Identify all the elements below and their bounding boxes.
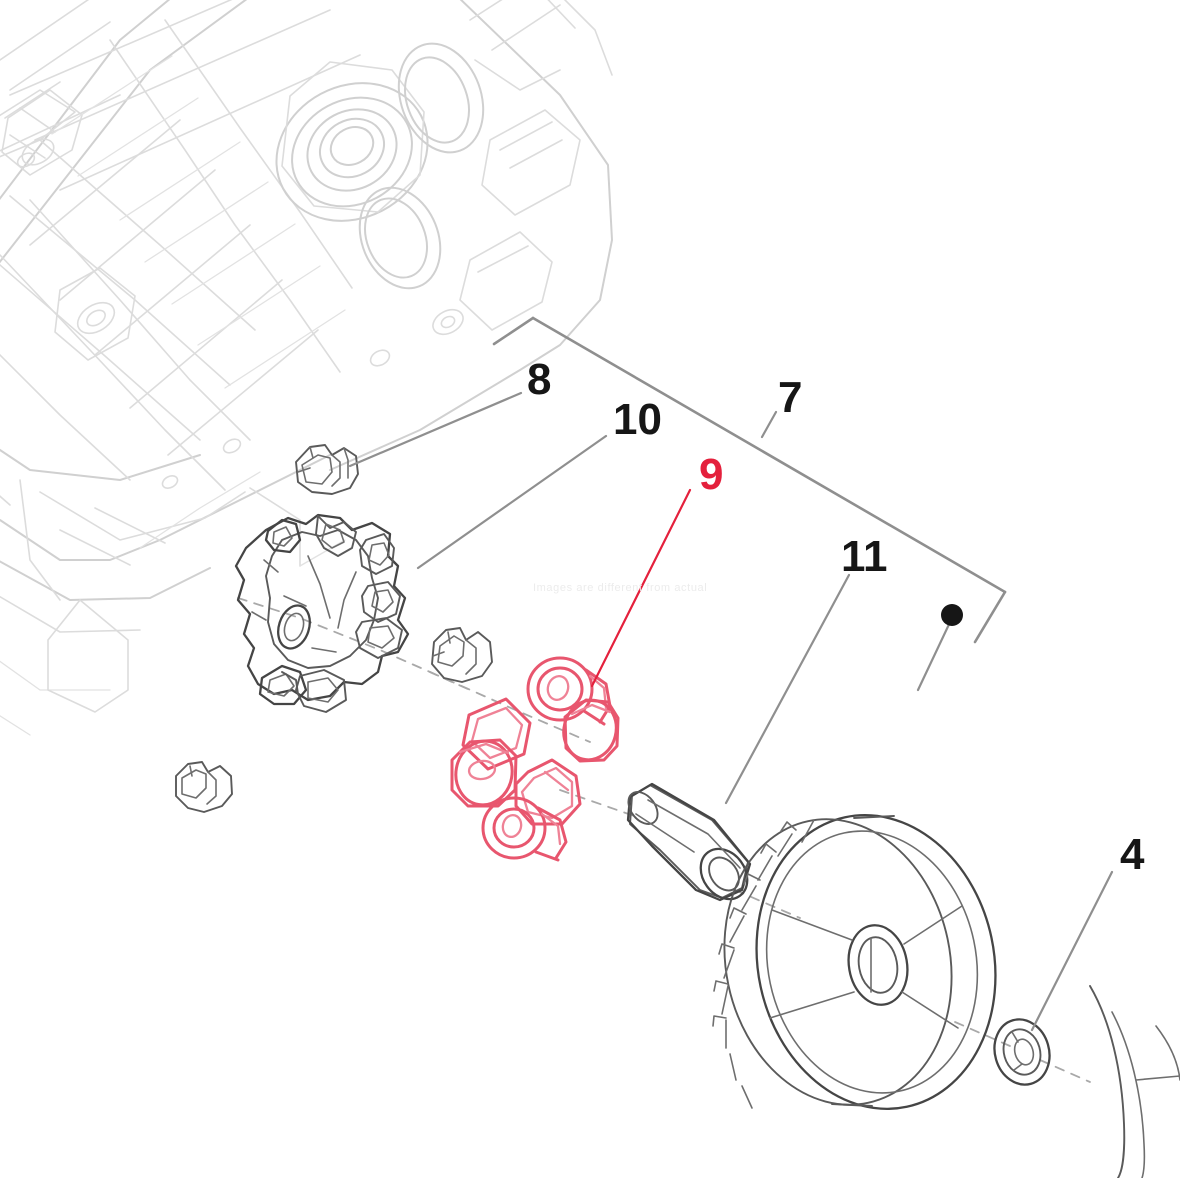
bracket-reference-dot — [941, 604, 963, 626]
centre-axis-line — [237, 597, 1091, 1083]
callout-label-9[interactable]: 9 — [699, 450, 724, 499]
part-guide-slider-shoe-upper — [295, 444, 359, 495]
callout-label-4[interactable]: 4 — [1120, 830, 1145, 879]
part-fixed-drive-pulley-with-fan — [712, 814, 997, 1110]
watermark-text: Images are different from actual — [533, 582, 708, 594]
part-guide-slider-shoe-lower — [175, 761, 233, 813]
callout-label-10[interactable]: 10 — [613, 395, 662, 444]
assembly-bracket-7 — [492, 316, 1007, 644]
callout-label-7[interactable]: 7 — [778, 373, 803, 422]
callout-label-11[interactable]: 11 — [841, 532, 888, 581]
part-driven-pulley-partial — [1089, 985, 1180, 1178]
part-drive-face-spacer-bushing — [626, 782, 752, 902]
part-movable-drive-face-ramp-plate — [234, 513, 410, 713]
part-variator-roller-weights — [450, 656, 620, 862]
part-washer — [993, 1018, 1051, 1086]
part-guide-slider-shoe-mid — [431, 627, 493, 683]
callout-label-8[interactable]: 8 — [527, 355, 552, 404]
engine-crankcase-background — [0, 0, 613, 736]
leader-lines — [348, 391, 1114, 1032]
